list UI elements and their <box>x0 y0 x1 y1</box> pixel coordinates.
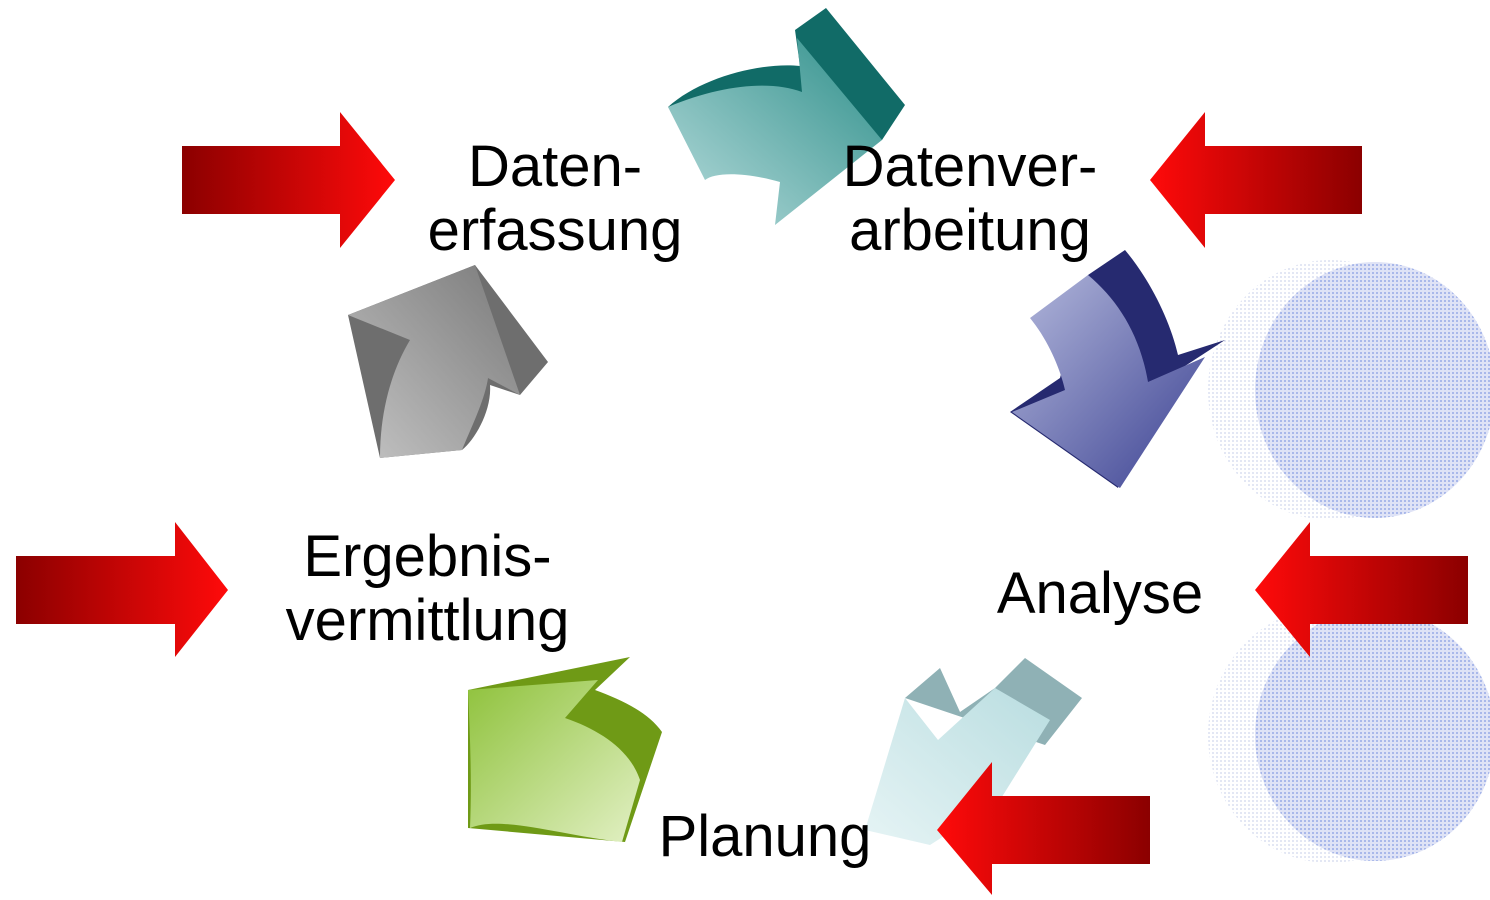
stage-planung-line1: Planung <box>658 804 872 869</box>
stage-datenerfassung-line2: erfassung <box>427 198 683 263</box>
stage-analyse: Analyse <box>975 562 1225 626</box>
stage-datenerfassung-line1: Daten- <box>467 134 643 199</box>
red-arrow-datenverarbeitung <box>1150 112 1362 248</box>
stage-datenverarbeitung-line1: Datenver- <box>842 134 1098 199</box>
stage-datenverarbeitung-line2: arbeitung <box>849 198 1091 263</box>
dotted-circle-upper <box>1255 262 1490 518</box>
stage-ergebnisvermittlung-line1: Ergebnis- <box>303 524 552 589</box>
decorative-circles <box>1208 260 1490 863</box>
pale-cyan-cycle-arrow <box>865 658 1082 845</box>
teal-cycle-arrow <box>668 8 905 225</box>
stage-datenverarbeitung: Datenver- arbeitung <box>820 135 1120 263</box>
gray-cycle-arrow <box>348 265 548 458</box>
green-cycle-arrow <box>468 657 662 842</box>
red-input-arrows <box>16 112 1468 895</box>
red-arrow-analyse <box>1255 522 1468 657</box>
dotted-circle-lower <box>1255 609 1490 861</box>
stage-planung: Planung <box>640 805 890 869</box>
red-arrow-datenerfassung <box>182 112 395 248</box>
stage-ergebnisvermittlung: Ergebnis- vermittlung <box>260 525 595 653</box>
stage-ergebnisvermittlung-line2: vermittlung <box>285 588 570 653</box>
red-arrow-ergebnisvermittlung <box>16 522 228 657</box>
red-arrow-planung <box>937 762 1150 895</box>
navy-cycle-arrow <box>1010 250 1225 488</box>
stage-analyse-line1: Analyse <box>996 561 1204 626</box>
stage-datenerfassung: Daten- erfassung <box>410 135 700 263</box>
